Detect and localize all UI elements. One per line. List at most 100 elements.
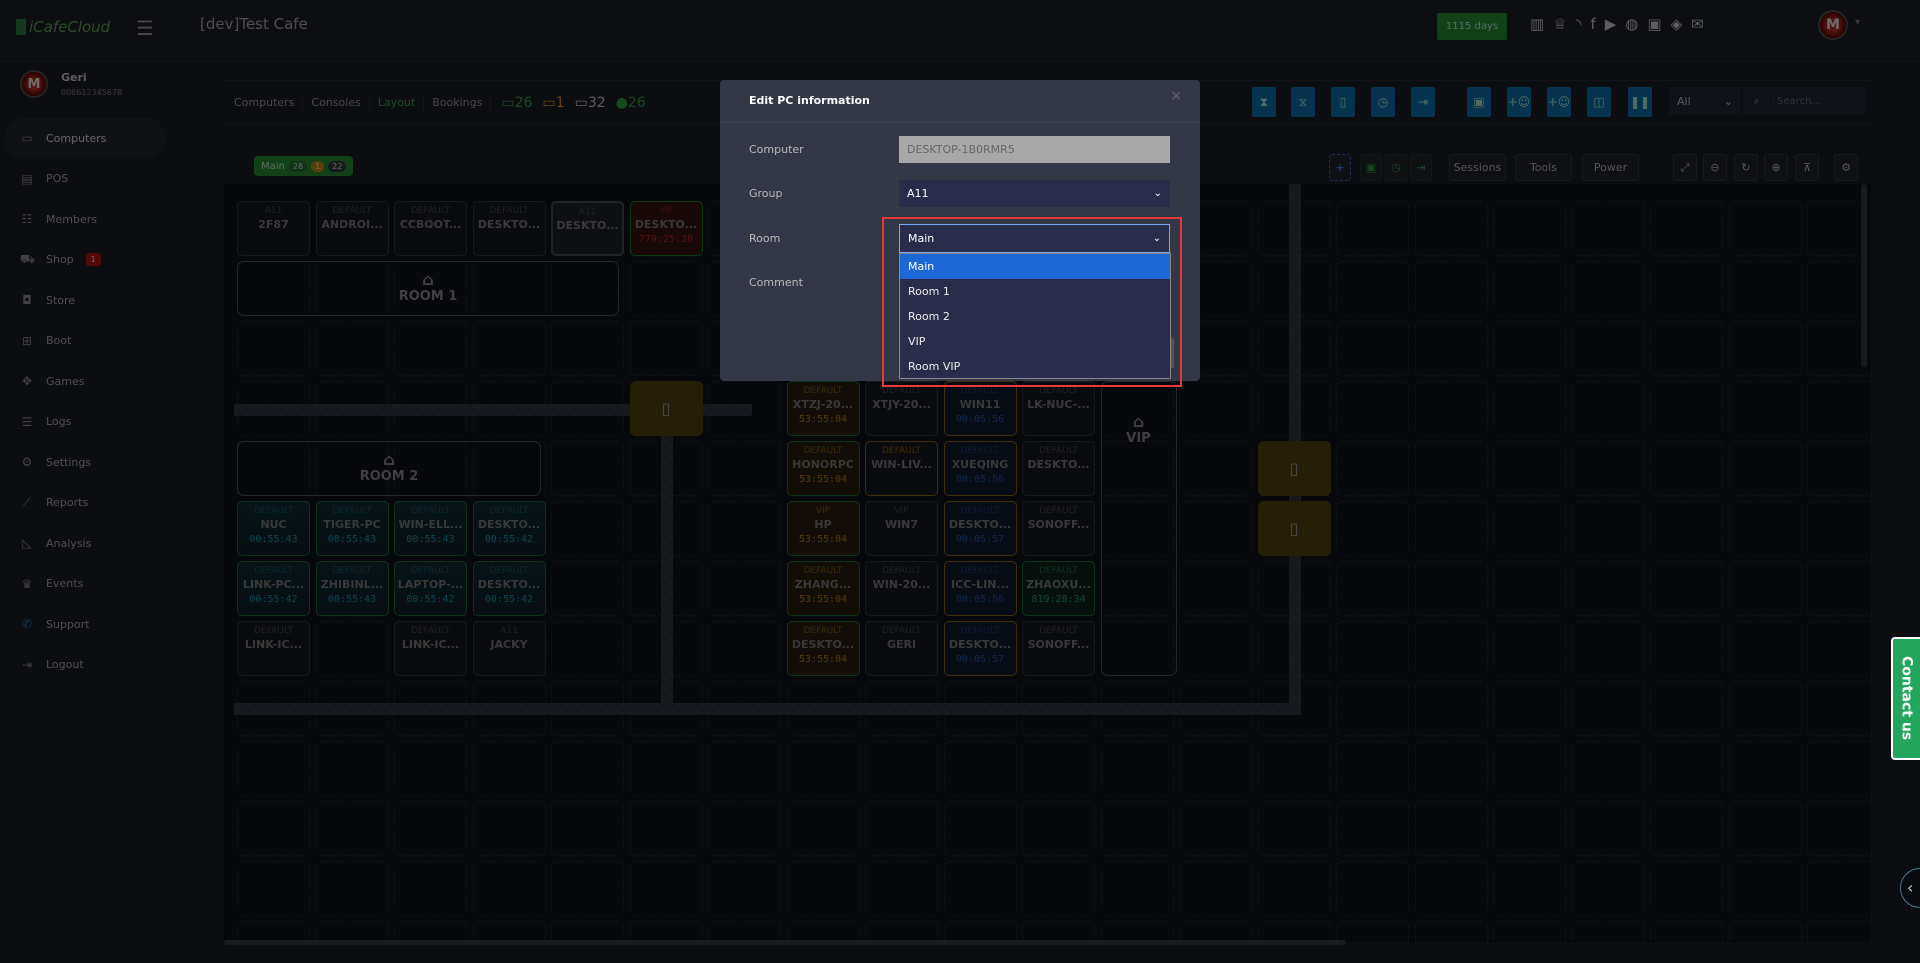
pause-button[interactable]: ❚❚ [1628, 87, 1652, 117]
empty-grid-cell[interactable] [708, 801, 781, 856]
empty-grid-cell[interactable] [315, 921, 389, 943]
tab-computers[interactable]: Computers [226, 93, 304, 113]
empty-grid-cell[interactable] [1493, 861, 1566, 916]
facebook-icon[interactable]: f [1590, 15, 1596, 33]
empty-grid-cell[interactable] [472, 321, 546, 376]
horizontal-scrollbar[interactable] [224, 940, 1346, 945]
empty-grid-cell[interactable] [1257, 921, 1331, 943]
empty-grid-cell[interactable] [1414, 441, 1488, 496]
empty-grid-cell[interactable] [1571, 921, 1645, 943]
empty-grid-cell[interactable] [1571, 321, 1645, 376]
empty-grid-cell[interactable] [1336, 921, 1409, 943]
empty-grid-cell[interactable] [237, 801, 310, 856]
empty-grid-cell[interactable] [865, 741, 938, 796]
empty-grid-cell[interactable] [943, 921, 1017, 943]
empty-grid-cell[interactable] [1728, 621, 1802, 676]
empty-grid-cell[interactable] [708, 561, 781, 616]
hourglass-full-button[interactable]: ⧗ [1252, 87, 1276, 117]
empty-grid-cell[interactable] [472, 741, 546, 796]
empty-grid-cell[interactable] [1728, 861, 1802, 916]
empty-grid-cell[interactable] [1728, 321, 1802, 376]
empty-grid-cell[interactable] [1728, 261, 1802, 316]
tab-consoles[interactable]: Consoles [303, 93, 370, 113]
empty-grid-cell[interactable] [1571, 861, 1645, 916]
sidebar-item-members[interactable]: ☷Members [4, 199, 166, 240]
empty-grid-cell[interactable] [551, 501, 624, 556]
alarm-button[interactable]: ◷ [1371, 87, 1395, 117]
room-2-block[interactable]: ⌂ROOM 2 [237, 441, 541, 496]
empty-grid-cell[interactable] [1807, 681, 1871, 736]
empty-grid-cell[interactable] [1414, 681, 1488, 736]
room-option[interactable]: Room VIP [908, 360, 961, 373]
icafe-icon[interactable]: ▣ [1647, 15, 1662, 33]
empty-grid-cell[interactable] [1650, 381, 1723, 436]
sidebar-item-reports[interactable]: ⟋Reports [4, 483, 166, 524]
empty-grid-cell[interactable] [1022, 741, 1095, 796]
profile-avatar[interactable]: M [20, 70, 48, 98]
room-1-block[interactable]: ⌂ROOM 1 [237, 261, 619, 316]
vip-room-block[interactable]: ⌂VIP [1100, 381, 1177, 676]
rss-icon[interactable]: ◝ [1575, 15, 1582, 33]
empty-grid-cell[interactable] [629, 861, 703, 916]
empty-grid-cell[interactable] [708, 741, 781, 796]
empty-grid-cell[interactable] [1571, 441, 1645, 496]
empty-grid-cell[interactable] [1728, 681, 1802, 736]
user-avatar[interactable]: M [1818, 10, 1848, 40]
empty-grid-cell[interactable] [551, 801, 624, 856]
empty-grid-cell[interactable] [1022, 801, 1095, 856]
empty-grid-cell[interactable] [1493, 321, 1566, 376]
power-button[interactable]: Power [1582, 154, 1639, 181]
empty-grid-cell[interactable] [1179, 561, 1252, 616]
empty-grid-cell[interactable] [629, 921, 703, 943]
empty-grid-cell[interactable] [1179, 921, 1252, 943]
empty-grid-cell[interactable] [1728, 921, 1802, 943]
empty-grid-cell[interactable] [1807, 441, 1871, 496]
empty-grid-cell[interactable] [1493, 681, 1566, 736]
search-box[interactable]: ⌕Search... [1743, 87, 1865, 115]
empty-grid-cell[interactable] [1728, 741, 1802, 796]
empty-grid-cell[interactable] [1807, 201, 1871, 256]
fullscreen-icon[interactable]: ⤢ [1673, 154, 1697, 181]
empty-grid-cell[interactable] [394, 321, 467, 376]
empty-grid-cell[interactable] [943, 861, 1017, 916]
empty-grid-cell[interactable] [1257, 861, 1331, 916]
empty-grid-cell[interactable] [1493, 261, 1566, 316]
empty-grid-cell[interactable] [237, 861, 310, 916]
empty-grid-cell[interactable] [1493, 201, 1566, 256]
tab-bookings[interactable]: Bookings [424, 93, 492, 113]
empty-grid-cell[interactable] [1650, 561, 1723, 616]
empty-grid-cell[interactable] [943, 801, 1017, 856]
sidebar-item-boot[interactable]: ⊞Boot [4, 321, 166, 362]
empty-grid-cell[interactable] [1493, 441, 1566, 496]
ranking-icon[interactable]: ▥ [1530, 15, 1545, 33]
empty-grid-cell[interactable] [629, 801, 703, 856]
empty-grid-cell[interactable] [1179, 441, 1252, 496]
empty-grid-cell[interactable] [1414, 261, 1488, 316]
chevron-down-icon[interactable]: ▾ [1855, 17, 1861, 28]
empty-grid-cell[interactable] [1571, 381, 1645, 436]
menu-toggle-icon[interactable]: ☰ [136, 16, 154, 40]
partner-icon[interactable]: ◈ [1670, 15, 1683, 33]
empty-grid-cell[interactable] [1650, 621, 1723, 676]
empty-grid-cell[interactable] [551, 321, 624, 376]
empty-grid-cell[interactable] [1336, 321, 1409, 376]
door-tile[interactable]: ▯ [1257, 501, 1331, 556]
room-option[interactable]: Room 2 [908, 310, 950, 323]
empty-grid-cell[interactable] [1414, 321, 1488, 376]
